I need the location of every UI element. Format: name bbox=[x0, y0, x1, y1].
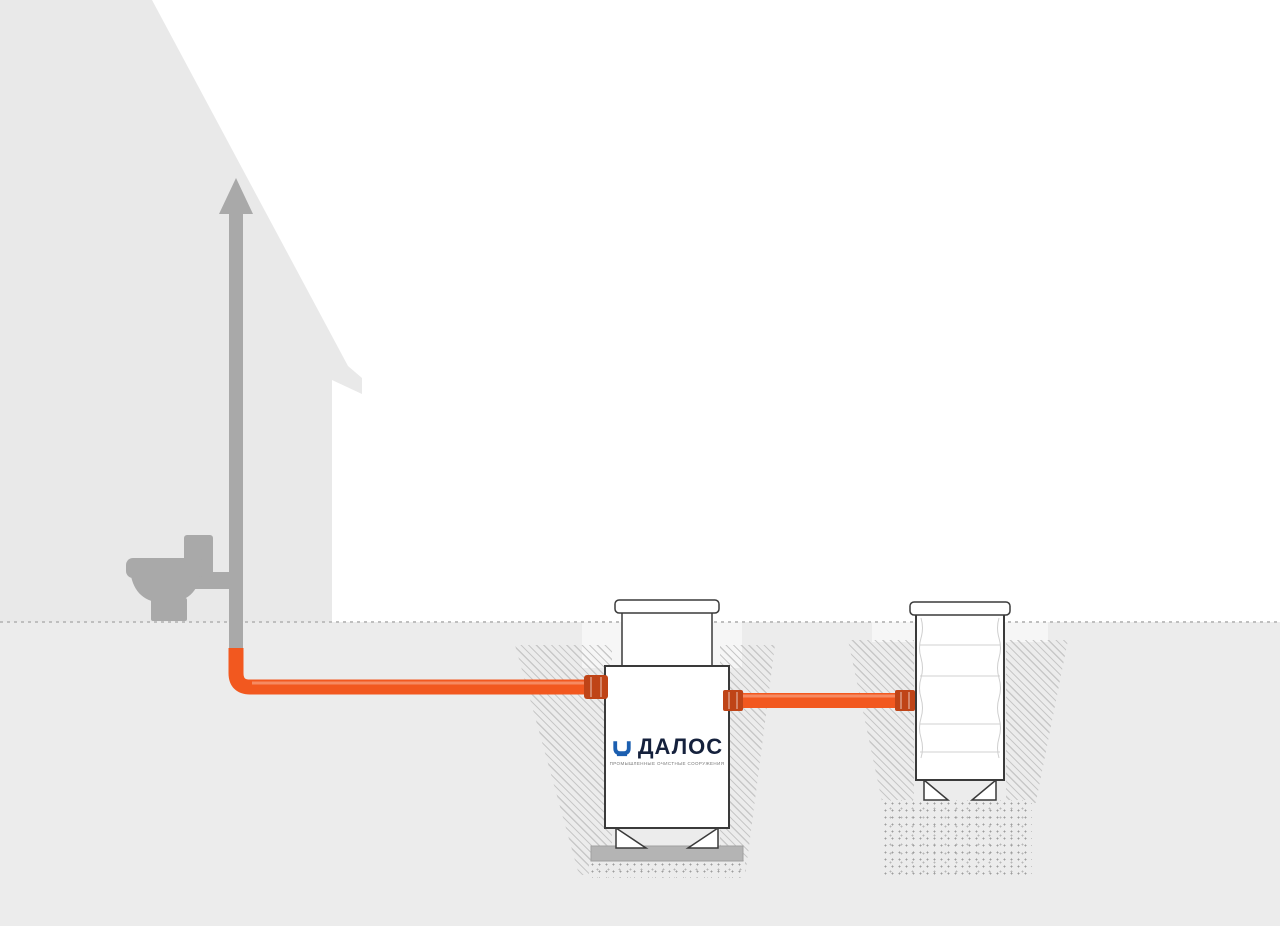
well-foot-right bbox=[969, 778, 997, 801]
toilet-outlet-stub bbox=[202, 572, 231, 589]
sewer-pipe-house-to-tank bbox=[228, 648, 600, 695]
well-body bbox=[915, 611, 1005, 781]
toilet-pedestal bbox=[151, 598, 187, 621]
pipe-coupling-well-inlet bbox=[895, 690, 915, 711]
toilet-bowl bbox=[131, 576, 200, 603]
vent-pipe bbox=[229, 210, 243, 662]
vent-arrow-icon bbox=[219, 178, 253, 214]
well-lid bbox=[909, 601, 1011, 616]
distribution-well bbox=[909, 601, 1011, 801]
toilet-icon bbox=[126, 535, 231, 621]
pipe-tank-to-well bbox=[727, 693, 913, 708]
dalos-logo: ДАЛОС ПРОМЫШЛЕННЫЕ ОЧИСТНЫЕ СООРУЖЕНИЯ bbox=[605, 736, 729, 767]
dalos-logo-icon bbox=[613, 741, 631, 757]
toilet-rim bbox=[126, 558, 204, 578]
vent-stack bbox=[219, 178, 253, 662]
well-corrugation-left bbox=[919, 617, 923, 759]
septic-tank bbox=[604, 599, 730, 849]
pipe-coupling-tank-outlet bbox=[723, 690, 743, 711]
tank-neck bbox=[621, 607, 713, 673]
well-corrugation-right bbox=[997, 617, 1001, 759]
logo-row: ДАЛОС bbox=[605, 736, 729, 758]
tank-foot-right bbox=[685, 826, 719, 849]
tank-foot-left bbox=[615, 826, 649, 849]
well-foot-left bbox=[923, 778, 951, 801]
pipe-coupling-tank-inlet bbox=[584, 675, 608, 699]
logo-wordmark: ДАЛОС bbox=[637, 734, 724, 759]
logo-tagline: ПРОМЫШЛЕННЫЕ ОЧИСТНЫЕ СООРУЖЕНИЯ bbox=[609, 761, 725, 766]
gravel-pad-under-well bbox=[882, 800, 1032, 876]
gravel-strip-under-slab bbox=[589, 861, 745, 878]
tank-lid bbox=[614, 599, 720, 614]
concrete-slab bbox=[590, 845, 744, 862]
tank-body bbox=[604, 665, 730, 829]
